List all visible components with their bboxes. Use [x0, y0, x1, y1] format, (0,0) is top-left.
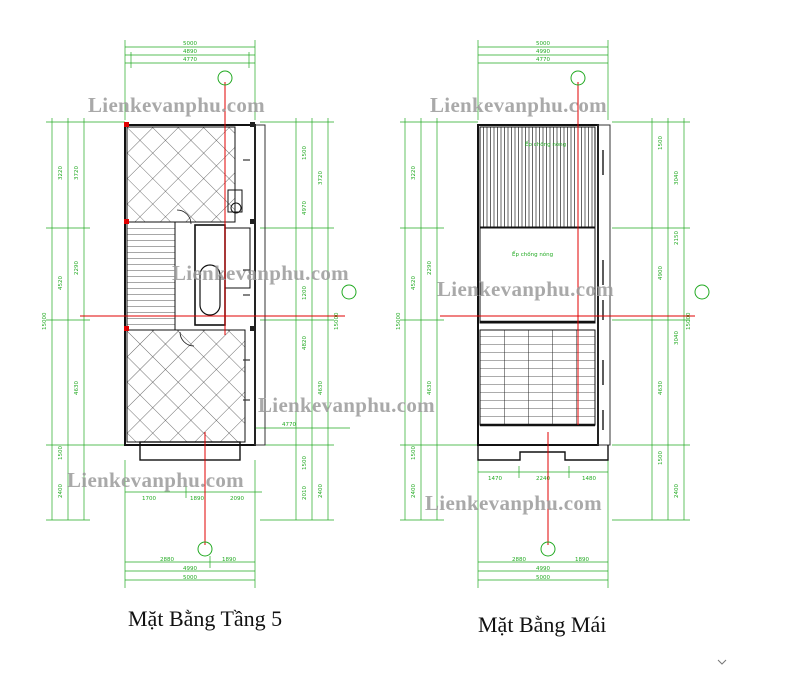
- roof-outline: [477, 124, 611, 461]
- floor5-bottom-dim-1: 1700: [142, 496, 156, 502]
- roof-left-dim-6: 2400: [411, 484, 417, 498]
- floor5-bottom-dim-2: 1890: [190, 496, 204, 502]
- floor5-right-dim-2: 3720: [318, 171, 324, 185]
- floor5-left-dim-7: 2400: [58, 484, 64, 498]
- roof-bottom-dim-4: 2880: [512, 557, 526, 563]
- floor5-right-dim-6: 4630: [318, 381, 324, 395]
- floor5-right-dim-7: 1500: [302, 456, 308, 470]
- floor5-right-dim-3: 4970: [302, 201, 308, 215]
- roof-left-dim-2: 2290: [427, 261, 433, 275]
- roof-left-dim-5: 1500: [411, 446, 417, 460]
- floor5-left-dim-2: 3720: [74, 166, 80, 180]
- roof-bottom-dim-7: 5000: [536, 575, 550, 581]
- roof-left-dim-1: 3220: [411, 166, 417, 180]
- roof-right-dim-7: 1500: [658, 451, 664, 465]
- watermarks: Lienkevanphu.com Lienkevanphu.com Lienke…: [67, 93, 614, 515]
- roof-left-dim-3: 4630: [427, 381, 433, 395]
- roof-bottom-dim-1: 1470: [488, 476, 502, 482]
- floor5-right-dim-4: 1200: [302, 286, 308, 300]
- roof-label-1: Ếp chống nóng: [525, 140, 566, 148]
- roof-top-dim-2: 4990: [536, 49, 550, 55]
- floor5-top-dim-3: 4770: [183, 57, 197, 63]
- roof-right-dim-6: 4630: [658, 381, 664, 395]
- roof-right-dim-4: 4900: [658, 266, 664, 280]
- floor5-right-dim-10: 15000: [334, 312, 340, 330]
- floor5-axis-lines: [80, 82, 345, 545]
- roof-right-dim-1: 1500: [658, 136, 664, 150]
- floor5-bottom-dim-7: 5000: [183, 575, 197, 581]
- roof-right-dim-5: 3040: [674, 331, 680, 345]
- floor5-left-dim-1: 3220: [58, 166, 64, 180]
- floor5-left-dim-6: 1500: [58, 446, 64, 460]
- roof-axis-lines: [440, 82, 695, 545]
- roof-right-dim-2: 3040: [674, 171, 680, 185]
- watermark-1: Lienkevanphu.com: [88, 93, 265, 117]
- roof-bottom-dim-5: 1890: [575, 557, 589, 563]
- floor5-left-dim-5: 15000: [42, 312, 48, 330]
- floor5-top-dimensions: [124, 40, 256, 120]
- watermark-2: Lienkevanphu.com: [430, 93, 607, 117]
- floor5-bottom-dim-5: 1890: [222, 557, 236, 563]
- roof-top-dim-3: 4770: [536, 57, 550, 63]
- roof-bottom-dim-6: 4990: [536, 566, 550, 572]
- roof-left-dimension-lines: [400, 118, 478, 521]
- roof-right-dimension-lines: [612, 118, 690, 521]
- floor5-bottom-dimension-lines: [124, 460, 262, 588]
- roof-caption: Mặt Bằng Mái: [478, 612, 607, 637]
- roof-right-dim-9: 15000: [686, 312, 692, 330]
- roof-left-dim-7: 4520: [411, 276, 417, 290]
- roof-bottom-dimension-lines: [477, 460, 609, 588]
- watermark-6: Lienkevanphu.com: [67, 468, 244, 492]
- roof-label-2: Ếp chống nóng: [512, 250, 553, 258]
- floor5-axis-markers: [197, 70, 357, 557]
- floor5-right-dim-5: 4820: [302, 336, 308, 350]
- floor5-left-dim-4: 4630: [74, 381, 80, 395]
- floor5-walls: [124, 122, 266, 461]
- watermark-4: Lienkevanphu.com: [437, 277, 614, 301]
- corner-mark: [717, 659, 727, 665]
- watermark-7: Lienkevanphu.com: [425, 491, 602, 515]
- roof-plan: 5000 4990 4770 3220 2290 4630 15000 1500…: [396, 40, 710, 588]
- watermark-3: Lienkevanphu.com: [172, 261, 349, 285]
- floor5-right-dim-9: 2010: [302, 486, 308, 500]
- floor5-top-dim-1: 5000: [183, 41, 197, 47]
- floor5-left-dim-3: 2290: [74, 261, 80, 275]
- floor5-plan: 5000 4890 4770 3220 3720 2290 4630 15000…: [42, 40, 357, 588]
- floor5-bottom-dim-3: 2090: [230, 496, 244, 502]
- roof-top-dimensions: [477, 40, 609, 120]
- floor5-top-dim-2: 4890: [183, 49, 197, 55]
- roof-right-dim-8: 2400: [674, 484, 680, 498]
- floor5-right-dim-1: 1500: [302, 146, 308, 160]
- roof-bottom-dim-3: 1480: [582, 476, 596, 482]
- watermark-5: Lienkevanphu.com: [258, 393, 435, 417]
- floor5-right-dimension-lines: [255, 118, 350, 521]
- floor5-left-dimension-lines: [46, 118, 125, 521]
- roof-top-dim-1: 5000: [536, 41, 550, 47]
- roof-left-dim-4: 15000: [396, 312, 402, 330]
- roof-right-dim-3: 2150: [674, 231, 680, 245]
- floor5-bottom-dim-4: 2880: [160, 557, 174, 563]
- floor5-caption: Mặt Bằng Tầng 5: [128, 606, 283, 631]
- roof-bottom-dim-2: 2240: [536, 476, 550, 482]
- floor5-right-dim-11: 4770: [282, 422, 296, 428]
- floor5-right-dim-8: 2400: [318, 484, 324, 498]
- roof-axis-markers: [540, 70, 710, 557]
- floor5-left-dim-8: 4520: [58, 276, 64, 290]
- floor5-bottom-dim-6: 4990: [183, 566, 197, 572]
